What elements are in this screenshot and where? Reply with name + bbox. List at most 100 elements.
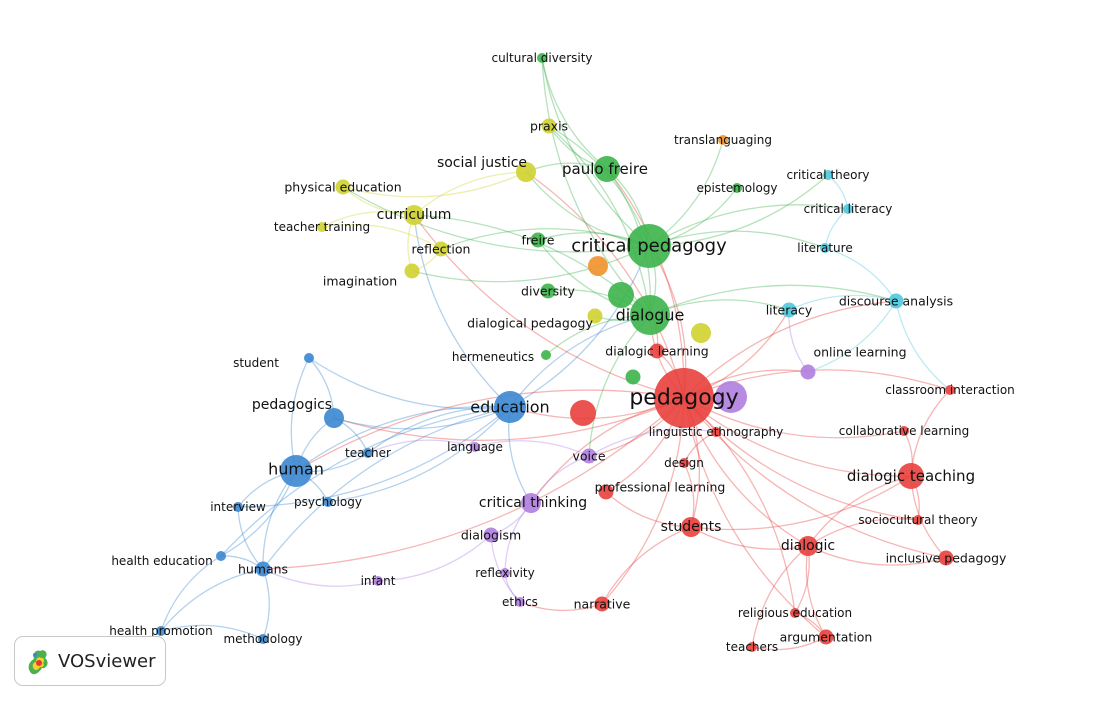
node-critical-thinking[interactable]: [521, 493, 541, 513]
node-sociocultural-theory[interactable]: [913, 515, 923, 525]
node-linguistic-ethnography[interactable]: [711, 427, 721, 437]
node-freire-orange[interactable]: [588, 256, 608, 276]
link-pedagogy-inclusive-pedagogy: [683, 397, 947, 559]
label-praxis: praxis: [530, 119, 568, 134]
node-literature[interactable]: [820, 243, 830, 253]
node-imagination[interactable]: [404, 263, 420, 279]
link-education-health-education: [220, 406, 511, 557]
label-freire: freire: [522, 233, 555, 248]
label-reflection: reflection: [412, 242, 471, 257]
node-online-learning[interactable]: [800, 364, 816, 380]
node-dialogue[interactable]: [630, 295, 670, 335]
node-hermeneutics[interactable]: [541, 350, 551, 360]
node-students[interactable]: [681, 517, 701, 537]
node-health-promotion[interactable]: [156, 626, 166, 636]
node-dialogism[interactable]: [483, 527, 499, 543]
node-epistemology[interactable]: [732, 183, 742, 193]
node-pedagogy[interactable]: [654, 368, 714, 428]
link-paulo-freire-cultural-diversity: [541, 57, 608, 170]
node-pedagogy-purple[interactable]: [715, 381, 747, 413]
node-collaborative-learning[interactable]: [899, 426, 909, 436]
label-teachers: teachers: [726, 640, 778, 654]
link-critical-pedagogy-imagination: [411, 245, 650, 283]
label-paulo-freire: paulo freire: [562, 160, 648, 178]
node-praxis[interactable]: [541, 118, 557, 134]
label-design: design: [664, 456, 704, 470]
label-diversity: diversity: [521, 284, 576, 299]
node-discourse-analysis[interactable]: [888, 293, 904, 309]
label-hermeneutics: hermeneutics: [452, 350, 534, 364]
node-dialogical-pedagogy[interactable]: [587, 308, 603, 324]
vosviewer-logo-icon: [28, 650, 48, 675]
node-design[interactable]: [679, 458, 689, 468]
node-classroom-interaction[interactable]: [945, 385, 955, 395]
node-humans[interactable]: [255, 561, 271, 577]
node-psychology[interactable]: [323, 497, 333, 507]
link-dialogic-teaching-dialogic: [807, 475, 912, 547]
node-green-small[interactable]: [625, 369, 641, 385]
label-literacy: literacy: [766, 303, 813, 318]
node-critical-theory[interactable]: [823, 170, 833, 180]
label-imagination: imagination: [323, 274, 397, 289]
node-narrative[interactable]: [594, 596, 610, 612]
link-discourse-analysis-online-learning: [807, 300, 897, 373]
node-translanguaging[interactable]: [718, 135, 728, 145]
node-argumentation[interactable]: [818, 629, 834, 645]
node-reflexivity[interactable]: [500, 568, 510, 578]
node-dialogic-learning[interactable]: [649, 343, 665, 359]
label-social-justice: social justice: [437, 155, 527, 171]
node-social-justice[interactable]: [516, 162, 536, 182]
link-voice-language: [474, 440, 590, 457]
label-dialogic: dialogic: [781, 538, 835, 554]
label-dialogical-pedagogy: dialogical pedagogy: [467, 316, 593, 331]
node-voice[interactable]: [581, 448, 597, 464]
label-epistemology: epistemology: [696, 181, 777, 195]
node-green-center[interactable]: [608, 282, 634, 308]
node-red-center[interactable]: [570, 400, 596, 426]
node-ethics[interactable]: [515, 597, 525, 607]
node-education[interactable]: [494, 391, 526, 423]
node-reflection[interactable]: [433, 241, 449, 257]
node-yellow-dialogue[interactable]: [691, 323, 711, 343]
node-literacy[interactable]: [781, 302, 797, 318]
node-student[interactable]: [304, 353, 314, 363]
node-freire[interactable]: [530, 232, 546, 248]
node-health-education[interactable]: [216, 551, 226, 561]
node-dialogic[interactable]: [798, 536, 818, 556]
label-pedagogics: pedagogics: [252, 397, 332, 413]
link-language-teacher: [367, 439, 476, 454]
node-teacher-training[interactable]: [317, 222, 327, 232]
link-dialogue-discourse-analysis: [649, 284, 897, 316]
node-pedagogics[interactable]: [324, 408, 344, 428]
node-teachers[interactable]: [747, 642, 757, 652]
label-health-education: health education: [111, 554, 212, 568]
label-curriculum: curriculum: [377, 207, 452, 223]
node-physical-education[interactable]: [335, 179, 351, 195]
node-cultural-diversity[interactable]: [537, 53, 547, 63]
node-dialogic-teaching[interactable]: [898, 463, 924, 489]
label-pedagogy: pedagogy: [629, 386, 738, 411]
node-human[interactable]: [280, 455, 312, 487]
label-education: education: [470, 398, 549, 417]
node-professional-learning[interactable]: [598, 484, 614, 500]
node-critical-pedagogy[interactable]: [627, 224, 671, 268]
link-critical-pedagogy-reflection: [440, 228, 650, 250]
link-pedagogy-dialogic-teaching: [683, 397, 912, 477]
node-curriculum[interactable]: [404, 205, 424, 225]
node-critical-literacy[interactable]: [843, 204, 853, 214]
label-religious-education: religious education: [738, 606, 852, 620]
node-interview[interactable]: [233, 502, 243, 512]
node-language[interactable]: [470, 442, 480, 452]
node-religious-education[interactable]: [790, 608, 800, 618]
label-literature: literature: [797, 241, 852, 255]
node-inclusive-pedagogy[interactable]: [938, 550, 954, 566]
node-teacher[interactable]: [363, 448, 373, 458]
link-education-teacher: [367, 406, 511, 454]
link-education-psychology: [327, 406, 511, 503]
node-infant[interactable]: [373, 576, 383, 586]
link-discourse-analysis-literacy: [788, 294, 897, 311]
label-dialogic-learning: dialogic learning: [605, 344, 708, 359]
node-paulo-freire[interactable]: [594, 156, 620, 182]
node-diversity[interactable]: [540, 283, 556, 299]
node-methodology[interactable]: [258, 634, 268, 644]
